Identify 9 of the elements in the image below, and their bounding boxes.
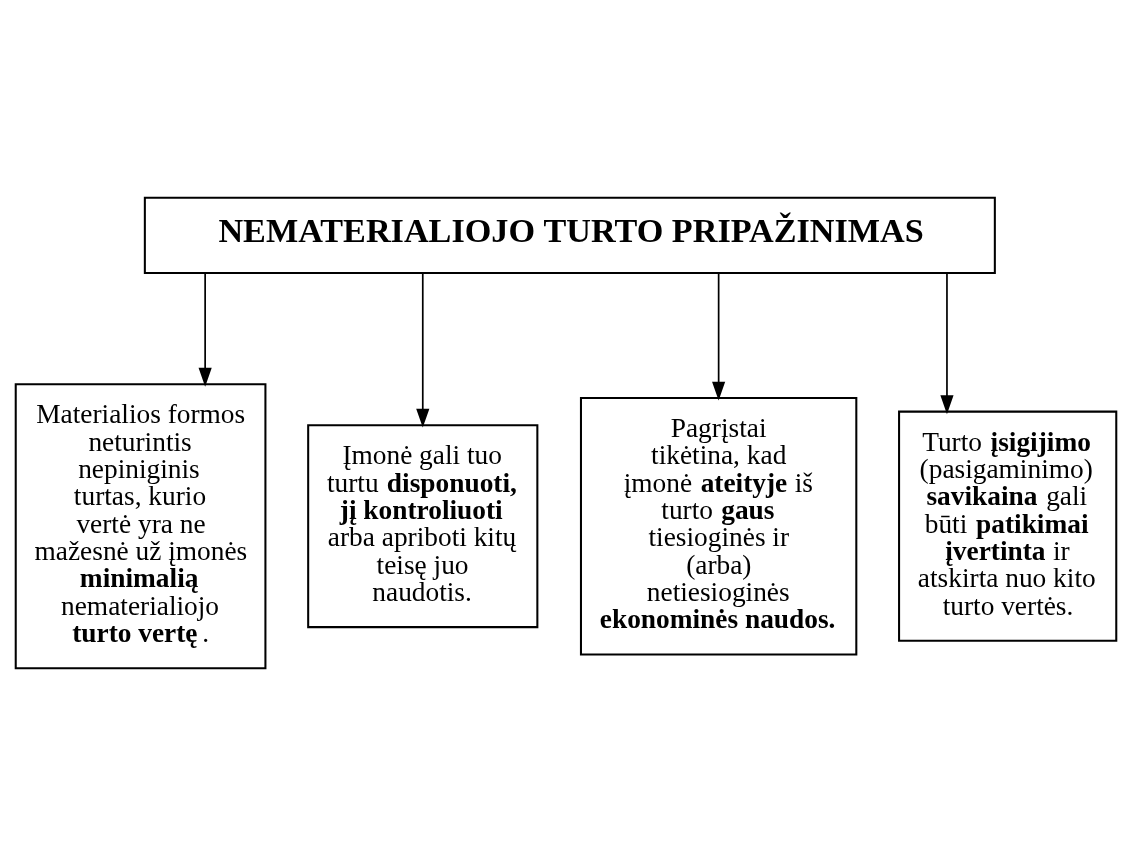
node-box: Turto įsigijimo (pasigaminimo) savikaina gali būti patikimai įvertinta ir atskirta nuo kito turto vertės. [898,410,1118,642]
arrow [712,272,726,400]
node-box: Pagrįstai tikėtina, kad įmonė ateityje iš turto gaus tiesioginės ir (arba) netiesioginės ekonominės naudos. [579,396,858,655]
node-box: Materialios formos neturintis nepiniginis turtas, kurio vertė yra ne mažesnė už įmonės minimalią nematerialiojo turto vertę. [14,382,267,669]
arrow [416,272,430,428]
node-box: Įmonė gali tuo turtu disponuoti, jį kontroliuoti arba apriboti kitų teisę juo naudotis. [307,423,539,628]
node-box: NEMATERIALIOJO TURTO PRIPAŽINIMAS [143,196,996,274]
arrow [940,272,954,414]
arrow [198,272,212,387]
